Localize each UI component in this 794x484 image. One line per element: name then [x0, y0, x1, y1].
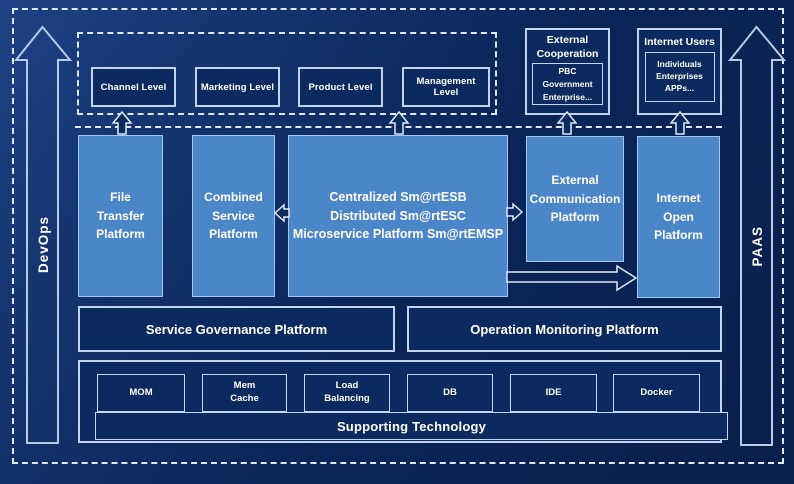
level-box-marketing: Marketing Level	[195, 67, 280, 107]
level-label-product: Product Level	[308, 81, 373, 93]
level-label-channel: Channel Level	[100, 81, 167, 93]
platform-internet-open: Internet Open Platform	[637, 136, 720, 298]
flow-left-arrow-icon	[273, 203, 290, 223]
service-governance-platform-box: Service Governance Platform	[78, 306, 395, 352]
up-arrow-icon	[556, 110, 578, 135]
up-arrow-icon	[111, 110, 133, 135]
supporting-technology-bar: Supporting Technology	[95, 412, 728, 440]
platform-external-communication: External Communication Platform	[526, 136, 624, 262]
flow-long-right-arrow-icon	[506, 264, 638, 292]
level-box-management: Management Level	[402, 67, 490, 107]
internet-users-title: Internet Users	[644, 36, 715, 48]
external-cooperation-members-box: PBC Government Enterprise...	[532, 63, 603, 106]
flow-right-arrow-icon	[506, 202, 524, 222]
level-box-channel: Channel Level	[91, 67, 176, 107]
tech-box-docker: Docker	[613, 374, 700, 412]
devops-label: DevOps	[35, 216, 51, 274]
platform-esb-suite: Centralized Sm@rtESB Distributed Sm@rtES…	[288, 135, 508, 297]
platform-file-transfer: File Transfer Platform	[78, 135, 163, 297]
paas-label: PAAS	[749, 225, 765, 267]
tech-box-ide: IDE	[510, 374, 597, 412]
outer-dashed-border	[12, 8, 784, 464]
operation-monitoring-platform-box: Operation Monitoring Platform	[407, 306, 722, 352]
paas-arrow-icon	[727, 25, 787, 447]
devops-arrow-icon	[13, 25, 73, 445]
platform-combined-service: Combined Service Platform	[192, 135, 275, 297]
internet-users-box: Internet Users Individuals Enterprises A…	[637, 28, 722, 115]
paas-rail: PAAS	[728, 60, 786, 432]
tech-box-mom: MOM	[97, 374, 185, 412]
up-arrow-icon	[669, 110, 691, 135]
level-label-marketing: Marketing Level	[200, 81, 275, 93]
tech-box-db: DB	[407, 374, 493, 412]
internet-users-members-box: Individuals Enterprises APPs...	[644, 52, 715, 103]
level-label-management: Management Level	[416, 76, 476, 98]
external-cooperation-title: External Cooperation	[536, 34, 599, 61]
tech-box-load-balancing: Load Balancing	[304, 374, 390, 412]
level-box-product: Product Level	[298, 67, 383, 107]
devops-rail: DevOps	[14, 60, 72, 430]
tech-box-mem-cache: Mem Cache	[202, 374, 287, 412]
external-cooperation-box: External Cooperation PBC Government Ente…	[525, 28, 610, 115]
levels-dashed-box	[77, 32, 497, 115]
up-arrow-icon	[388, 110, 410, 135]
